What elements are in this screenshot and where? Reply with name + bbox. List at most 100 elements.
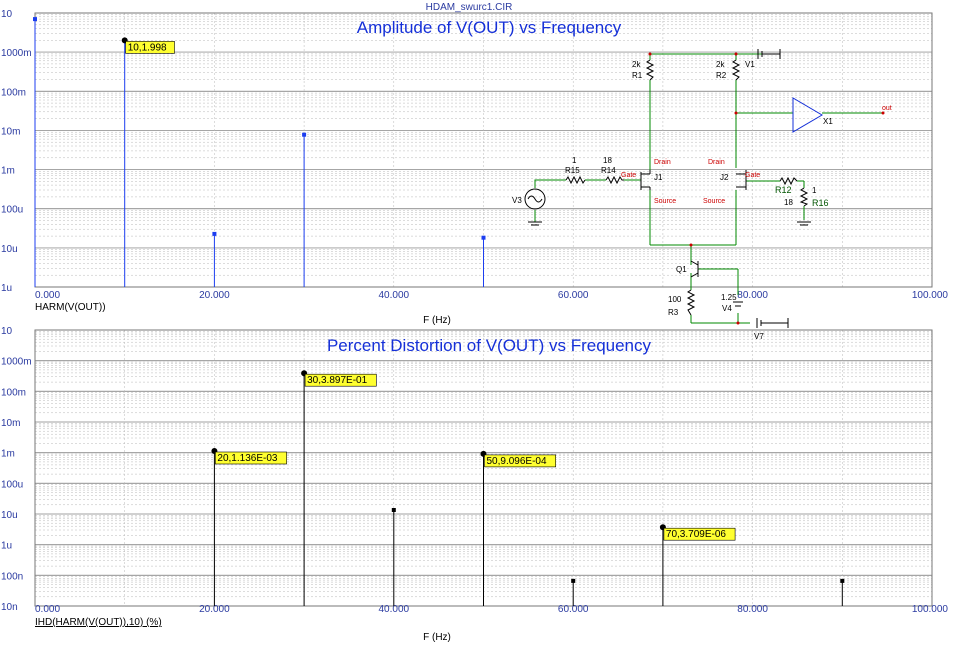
schematic-source-v3: [524, 188, 546, 226]
j2-gate-label: Gate: [745, 172, 760, 179]
r1-value: 2k: [632, 60, 641, 69]
y-tick-label: 1000m: [1, 48, 32, 59]
y-tick-label: 100u: [1, 205, 23, 216]
x-tick-label: 100.000: [912, 290, 949, 301]
j2-drain-label: Drain: [708, 159, 725, 166]
amplitude-series: 10,1.998: [33, 17, 486, 287]
x-tick-label: 60.000: [558, 290, 589, 301]
y-tick-label: 10m: [1, 418, 20, 429]
v1-name: V1: [745, 60, 755, 69]
x-tick-label: 20.000: [199, 604, 230, 615]
r2-value: 2k: [716, 60, 725, 69]
v3-name: V3: [512, 196, 522, 205]
x-tick-label: 80.000: [737, 604, 768, 615]
y-tick-label: 1m: [1, 166, 15, 177]
y-tick-label: 10u: [1, 510, 18, 521]
schematic-jfets: [640, 170, 747, 190]
y-tick-label: 100u: [1, 479, 23, 490]
j2-source-label: Source: [703, 198, 725, 205]
j1-name: J1: [654, 173, 663, 182]
r14-name: R14: [601, 166, 616, 175]
out-node-label: out: [882, 105, 892, 112]
r3-name: R3: [668, 308, 679, 317]
annotation-tag: [125, 41, 175, 54]
amplitude-plot-title: Amplitude of V(OUT) vs Frequency: [357, 18, 622, 37]
y-tick-label: 10m: [1, 126, 20, 137]
harmonic-marker: [33, 17, 37, 22]
annotation-tag: [304, 373, 377, 387]
x-tick-label: 100.000: [912, 604, 949, 615]
x-tick-label: 20.000: [199, 290, 230, 301]
annotation-tag: [215, 451, 287, 465]
distortion-x-axis-label: F (Hz): [423, 632, 451, 643]
schematic-labels: 1 R15 18 R14 2k R1 2k R2 V1 X1 out Drain…: [512, 60, 892, 341]
circuit-schematic[interactable]: 1 R15 18 R14 2k R1 2k R2 V1 X1 out Drain…: [512, 49, 892, 341]
r16-name: R16: [812, 198, 829, 208]
schematic-battery-v4: [733, 301, 743, 307]
y-tick-label: 1u: [1, 541, 12, 552]
r15-name: R15: [565, 166, 580, 175]
distortion-x-tick-labels: 0.000 20.000 40.000 60.000 80.000 100.000: [35, 604, 948, 615]
file-name: HDAM_swurc1.CIR: [426, 2, 513, 13]
q1-name: Q1: [676, 265, 687, 274]
v7-name: V7: [754, 332, 764, 341]
j1-gate-label: Gate: [621, 172, 636, 179]
annotation-tag: [484, 454, 556, 468]
x-tick-label: 40.000: [379, 290, 410, 301]
x-tick-label: 60.000: [558, 604, 589, 615]
y-tick-label: 1m: [1, 449, 15, 460]
harmonic-marker: [481, 235, 486, 240]
r2-name: R2: [716, 71, 727, 80]
x1-name: X1: [823, 117, 833, 126]
y-tick-label: 100n: [1, 571, 23, 582]
distortion-series: 20,1.136E-03 30,3.897E-01 50,9.096E-04 70,3…: [211, 370, 845, 606]
annotation-text: 50,9.096E-04: [487, 456, 547, 467]
amplitude-x-tick-labels: 0.000 20.000 40.000 60.000 80.000 100.000: [35, 290, 948, 301]
schematic-ground-r16: [797, 221, 811, 226]
harmonic-marker: [391, 508, 396, 512]
schematic-bjt: [690, 260, 699, 278]
schematic-battery-v7: [756, 318, 789, 328]
x-tick-label: 0.000: [35, 290, 60, 301]
x-tick-label: 0.000: [35, 604, 60, 615]
y-tick-label: 1u: [1, 283, 12, 294]
r15-value: 1: [572, 156, 577, 165]
schematic-nodes: [648, 52, 885, 325]
r12-value: 18: [784, 198, 793, 207]
amplitude-x-axis-label: F (Hz): [423, 315, 451, 326]
r12-name: R12: [775, 185, 792, 195]
y-tick-label: 1000m: [1, 357, 32, 368]
r14-value: 18: [603, 156, 612, 165]
annotation-text: 70,3.709E-06: [666, 529, 726, 540]
y-tick-label: 10: [1, 326, 13, 337]
annotation-text: 20,1.136E-03: [217, 453, 277, 464]
schematic-wires: [534, 53, 883, 324]
annotation-text: 10,1.998: [128, 42, 167, 53]
opamp-icon: [792, 97, 823, 133]
schematic-battery-v1: [757, 49, 781, 59]
distortion-plot-title: Percent Distortion of V(OUT) vs Frequenc…: [327, 336, 652, 355]
annotation-text: 30,3.897E-01: [307, 375, 367, 386]
r16-value: 1: [812, 186, 817, 195]
annotation-tag: [663, 527, 736, 541]
harmonic-marker: [840, 578, 845, 583]
y-tick-label: 10u: [1, 244, 18, 255]
y-tick-label: 10: [1, 9, 13, 20]
harmonic-marker: [302, 132, 307, 137]
r3-value: 100: [668, 295, 682, 304]
x-tick-label: 40.000: [379, 604, 410, 615]
v4-name: V4: [722, 304, 732, 313]
amplitude-plot-grid: [35, 12, 932, 288]
v4-value: 1.25: [721, 293, 737, 302]
j2-name: J2: [720, 173, 729, 182]
r1-name: R1: [632, 71, 643, 80]
harmonic-marker: [212, 231, 217, 236]
y-tick-label: 100m: [1, 387, 26, 398]
x-tick-label: 80.000: [737, 290, 768, 301]
j1-drain-label: Drain: [654, 159, 671, 166]
